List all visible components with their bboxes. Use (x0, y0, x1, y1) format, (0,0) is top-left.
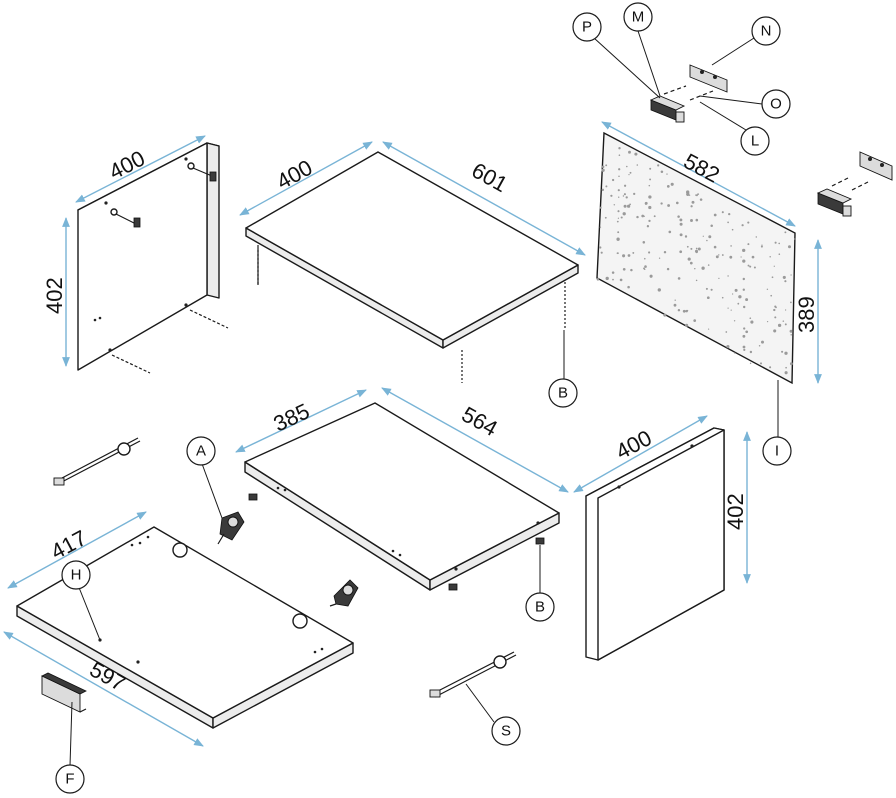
dim-top-depth: 400 (272, 155, 316, 195)
svg-text:I: I (775, 443, 779, 460)
svg-text:M: M (632, 9, 645, 26)
right-side-panel (585, 427, 725, 661)
callout-i: I (762, 436, 792, 466)
callout-l: L (740, 126, 770, 156)
rear-fittings-right (816, 151, 893, 217)
callout-s: S (491, 716, 521, 746)
rear-fittings-top (649, 64, 728, 123)
svg-text:F: F (65, 771, 74, 788)
svg-text:B: B (558, 385, 568, 402)
svg-text:N: N (761, 23, 772, 40)
callout-f: F (55, 764, 85, 794)
callout-h: H (61, 560, 91, 590)
callout-a: A (186, 436, 216, 466)
dim-top-width: 601 (468, 158, 512, 198)
dim-bottom-depth: 417 (47, 525, 91, 564)
callout-n: N (751, 16, 781, 46)
svg-text:A: A (196, 443, 206, 460)
dim-left-side-height: 402 (42, 277, 67, 314)
dim-back-height: 389 (794, 296, 819, 333)
dim-shelf-width: 564 (458, 402, 502, 442)
svg-text:B: B (535, 599, 545, 616)
dim-right-side-height: 402 (723, 493, 748, 530)
svg-text:O: O (770, 96, 782, 113)
dim-right-side-width: 400 (612, 425, 656, 464)
callout-m: M (623, 2, 653, 32)
dimension-lines (3, 121, 822, 747)
svg-text:H: H (71, 567, 82, 584)
cam-lock-b (329, 579, 359, 607)
left-side-panel (77, 142, 229, 374)
foot-bracket-f (41, 672, 87, 713)
callout-b-shelf: B (525, 592, 555, 622)
svg-text:S: S (501, 723, 511, 740)
dim-shelf-depth: 385 (270, 398, 314, 436)
callout-p: P (572, 12, 602, 42)
callout-b-top: B (548, 378, 578, 408)
callout-o: O (761, 89, 791, 119)
drawer-rail-right (429, 651, 517, 698)
svg-text:P: P (582, 19, 592, 36)
drawer-rail-left (53, 437, 141, 486)
svg-text:L: L (751, 133, 759, 150)
shelf-panel (244, 402, 560, 591)
cam-lock-a (217, 511, 245, 545)
callout-leaders (69, 27, 763, 767)
